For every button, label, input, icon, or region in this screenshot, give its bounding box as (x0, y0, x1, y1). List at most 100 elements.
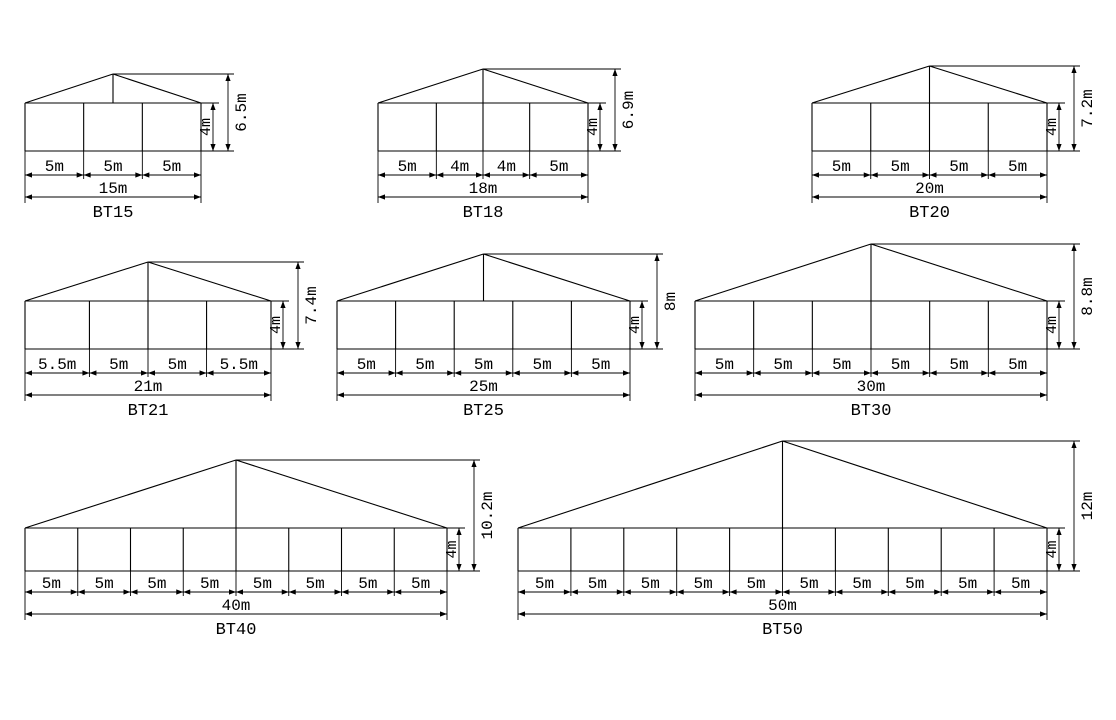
dimension-arrow (264, 392, 271, 398)
model-name: BT18 (463, 204, 504, 223)
span-label: 50m (768, 597, 797, 615)
bay-width-label: 5m (200, 575, 219, 593)
bay-width-label: 5m (95, 575, 114, 593)
dimension-arrow (623, 392, 630, 398)
dimension-arrow (695, 370, 702, 376)
bay-width-label: 5m (832, 356, 851, 374)
bay-width-label: 5m (949, 356, 968, 374)
dimension-arrow (1040, 589, 1047, 595)
dimension-arrow (1071, 66, 1077, 73)
dimension-arrow (89, 370, 97, 376)
bay-width-label: 5m (1008, 356, 1027, 374)
wall-height-label: 4m (198, 118, 215, 136)
roof-left-slope (517, 440, 783, 529)
dimension-arrow (1056, 528, 1062, 535)
bay-width-label: 5m (474, 356, 493, 374)
dimension-arrow (25, 370, 32, 376)
bay-width-label: 5m (549, 158, 568, 176)
dimension-arrow (70, 589, 78, 595)
roof-right-slope (482, 68, 589, 104)
ridge-height-label: 6.9m (620, 91, 638, 129)
dimension-arrow (194, 172, 201, 178)
bay-width-label: 5m (147, 575, 166, 593)
bay-width-label: 5m (715, 356, 734, 374)
bay-width-label: 5m (306, 575, 325, 593)
roof-left-slope (24, 73, 114, 104)
dimension-arrow (522, 172, 530, 178)
span-label: 20m (915, 180, 944, 198)
dimension-arrow (206, 370, 214, 376)
dimension-arrow (922, 370, 930, 376)
dimension-arrow (456, 528, 462, 535)
dimension-arrow (987, 589, 995, 595)
dimension-arrow (337, 370, 344, 376)
roof-left-slope (336, 253, 484, 302)
dimension-arrow (612, 144, 618, 151)
bay-width-label: 5m (852, 575, 871, 593)
roof-right-slope (870, 243, 1048, 302)
dimension-arrow (1071, 564, 1077, 571)
bay-width-label: 5m (641, 575, 660, 593)
dimension-arrow (142, 172, 150, 178)
model-name: BT15 (93, 204, 134, 223)
dimension-arrow (623, 370, 630, 376)
dimension-arrow (597, 144, 603, 151)
dimension-arrow (281, 589, 289, 595)
bay-width-label: 5m (746, 575, 765, 593)
dimension-arrow (334, 589, 342, 595)
dimension-arrow (130, 589, 138, 595)
dimension-arrow (25, 194, 32, 200)
dimension-arrow (454, 370, 462, 376)
dimension-arrow (25, 589, 32, 595)
dimension-arrow (25, 611, 32, 617)
dimension-arrow (83, 172, 91, 178)
dimension-arrow (570, 589, 578, 595)
bay-width-label: 5m (773, 356, 792, 374)
span-label: 18m (469, 180, 498, 198)
dimension-arrow (597, 103, 603, 110)
bay-width-label: 5m (1011, 575, 1030, 593)
dimension-arrow (571, 370, 579, 376)
dimension-arrow (988, 370, 996, 376)
wall-height-label: 4m (1044, 540, 1061, 558)
bay-width-label: 5m (109, 356, 128, 374)
roof-left-slope (377, 68, 484, 104)
roof-right-slope (782, 440, 1048, 529)
bay-width-label: 5m (588, 575, 607, 593)
wall-height-label: 4m (444, 540, 461, 558)
dimension-arrow (654, 254, 660, 261)
dimension-arrow (225, 144, 231, 151)
dimension-arrow (25, 392, 32, 398)
dimension-arrow (775, 589, 783, 595)
dimension-arrow (994, 589, 1002, 595)
model-name: BT21 (128, 402, 169, 421)
bay-width-label: 5m (905, 575, 924, 593)
bay-width-label: 5m (411, 575, 430, 593)
model-name: BT40 (216, 621, 257, 640)
bay-width-label: 5m (357, 356, 376, 374)
bay-width-label: 5m (162, 158, 181, 176)
dimension-arrow (753, 370, 761, 376)
dimension-arrow (639, 301, 645, 308)
roof-right-slope (112, 73, 202, 104)
dimension-arrow (563, 589, 571, 595)
dimension-arrow (864, 370, 871, 376)
dimension-arrow (483, 172, 490, 178)
dimension-arrow (456, 564, 462, 571)
wall-height-label: 4m (268, 316, 285, 334)
bay-width-label: 5m (799, 575, 818, 593)
span-label: 21m (134, 378, 163, 396)
roof-right-slope (147, 261, 272, 302)
dimension-arrow (341, 589, 349, 595)
dimension-arrow (881, 589, 889, 595)
dimension-arrow (1056, 103, 1062, 110)
dimension-arrow (1040, 392, 1047, 398)
dimension-arrow (194, 194, 201, 200)
dimension-arrow (429, 172, 437, 178)
dimension-arrow (929, 172, 937, 178)
dimension-arrow (199, 370, 207, 376)
bay-width-label: 5.5m (38, 356, 76, 374)
